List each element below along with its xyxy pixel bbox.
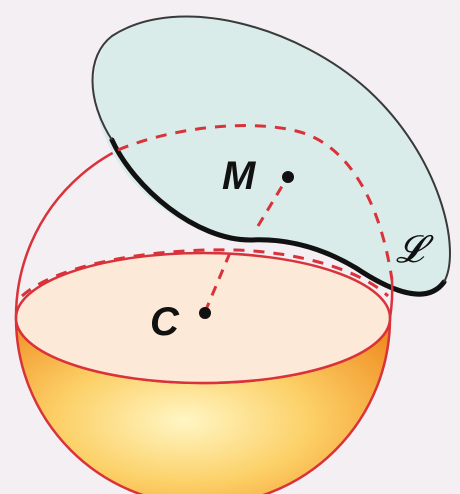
sphere-hidden-arc <box>117 124 394 281</box>
point-m-dot <box>282 171 294 183</box>
tangent-plane <box>94 16 450 295</box>
plane-back-edge <box>91 15 451 283</box>
point-c-label: C <box>150 300 180 344</box>
upper-sphere-right-arc <box>388 279 394 319</box>
plane-front-edge <box>109 137 447 297</box>
point-c-dot <box>199 307 211 319</box>
radius-segment <box>203 177 289 313</box>
point-m-label: M <box>222 154 257 198</box>
